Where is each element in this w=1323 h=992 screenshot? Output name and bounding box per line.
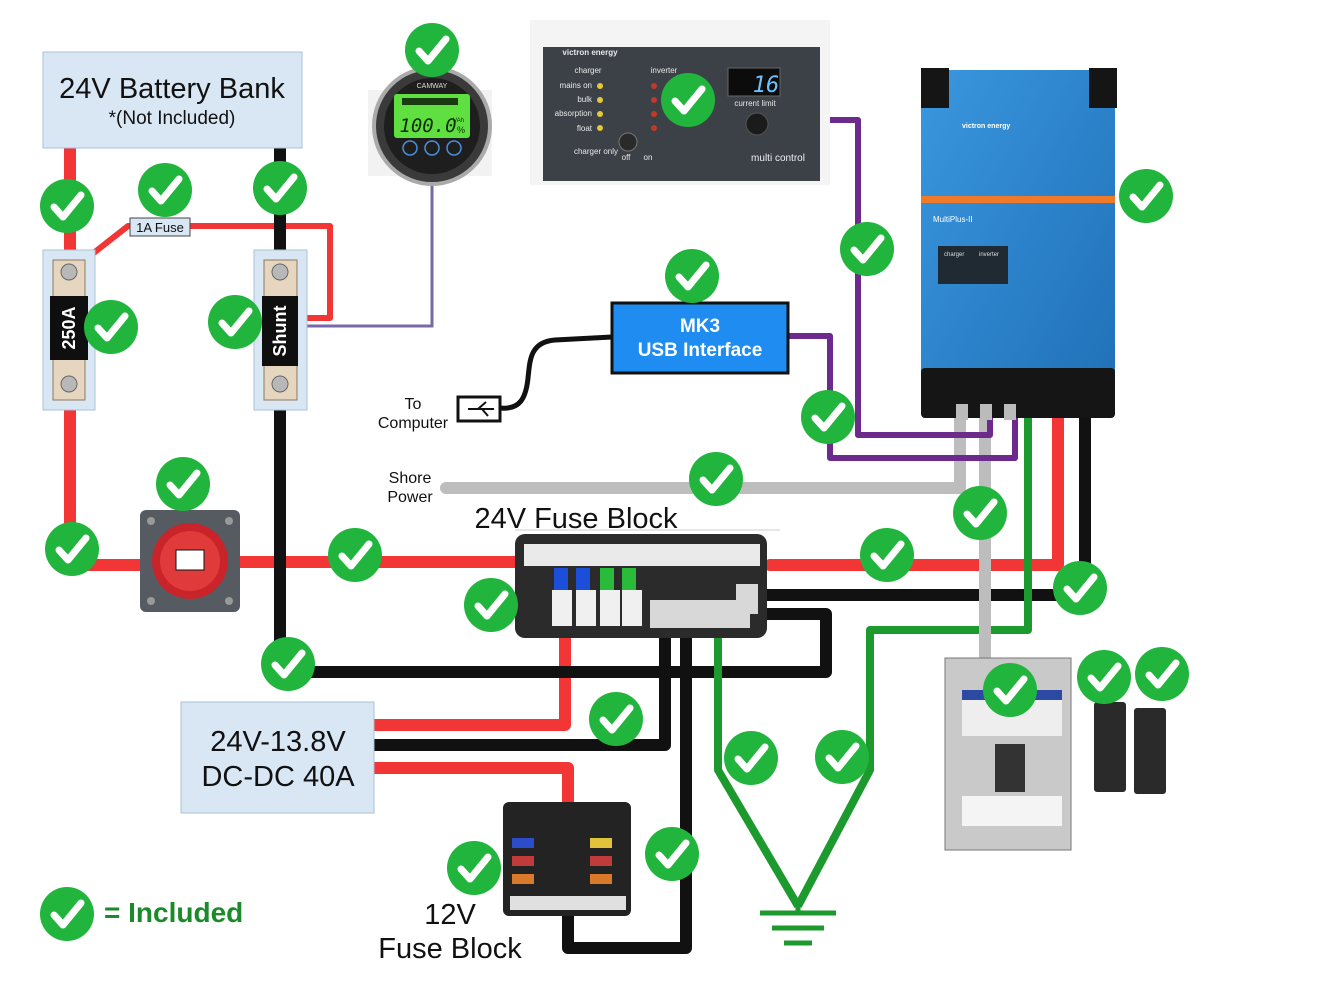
battery-monitor: CAMWAY 100.0 VAh % <box>368 66 492 186</box>
monitor-button-1[interactable] <box>402 140 418 156</box>
mc-brand: victron energy <box>562 48 618 57</box>
mc-charger-only: charger only <box>574 147 618 156</box>
check-icon <box>983 663 1037 717</box>
check-icon <box>138 163 192 217</box>
check-icon <box>156 457 210 511</box>
monitor-reading: 100.0 <box>399 115 456 137</box>
circuit-breakers <box>1094 702 1166 794</box>
mc-off: off <box>622 153 632 162</box>
battery-bank: 24V Battery Bank *(Not Included) <box>42 51 303 149</box>
mc-on: on <box>644 153 653 162</box>
mc-mode-switch[interactable] <box>618 132 638 152</box>
legend-check-icon <box>40 887 94 941</box>
check-icon <box>1053 561 1107 615</box>
fuse-block-12v <box>503 802 631 916</box>
check-icon <box>405 23 459 77</box>
ground-symbol <box>760 906 836 946</box>
mc-product-name: multi control <box>751 153 805 164</box>
black-wire-fuseblock-to-12v <box>562 626 692 954</box>
mc-current-limit: current limit <box>734 99 776 108</box>
inverter-charger-label: charger <box>944 252 964 258</box>
black-wire-shunt-to-bus <box>274 379 832 678</box>
multiplus-inverter: victron energy MultiPlus-II charger inve… <box>921 68 1117 420</box>
check-icon <box>815 730 869 784</box>
check-icon <box>724 731 778 785</box>
check-icon <box>661 73 715 127</box>
check-icon <box>253 161 307 215</box>
shore-line1: Shore <box>389 470 432 487</box>
dcdc-line1: 24V-13.8V <box>210 726 346 758</box>
monitor-unit-bottom: % <box>457 125 465 135</box>
check-icon <box>1077 650 1131 704</box>
check-icon <box>45 522 99 576</box>
inline-fuse-label: 1A Fuse <box>136 220 184 235</box>
inline-fuse: 1A Fuse <box>129 217 191 237</box>
fuse-block-24v <box>515 534 767 638</box>
shunt: Shunt <box>253 249 308 411</box>
wires <box>64 117 1091 954</box>
monitor-button-3[interactable] <box>446 140 462 156</box>
check-icon <box>328 528 382 582</box>
check-icon <box>645 827 699 881</box>
inverter-model: MultiPlus-II <box>933 215 973 224</box>
mc-inverter-label: inverter <box>651 66 678 75</box>
dcdc-line2: DC-DC 40A <box>201 761 355 793</box>
mc-absorption: absorption <box>555 109 592 118</box>
usb-cable <box>499 334 613 411</box>
battery-disconnect-switch <box>140 510 240 612</box>
monitor-unit-top: VAh <box>453 118 464 124</box>
battery-note: *(Not Included) <box>109 108 236 129</box>
mc-bulk: bulk <box>577 95 593 104</box>
mk3-line2: USB Interface <box>638 340 763 361</box>
dcdc-converter: 24V-13.8V DC-DC 40A <box>180 701 375 814</box>
main-fuse-label: 250A <box>59 306 79 349</box>
mc-mains-on: mains on <box>560 81 592 90</box>
legend-text: = Included <box>104 897 243 928</box>
check-icon <box>1119 169 1173 223</box>
check-icon <box>208 295 262 349</box>
fuse-block-12v-line2: Fuse Block <box>378 933 522 965</box>
check-icon <box>261 637 315 691</box>
mc-float: float <box>577 124 593 133</box>
green-wire-panel-to-ground <box>794 415 1032 908</box>
mc-charger-label: charger <box>574 66 601 75</box>
red-wire-monitor-sense <box>70 223 333 321</box>
computer-line1: To <box>405 396 422 413</box>
mk3-line1: MK3 <box>680 316 720 337</box>
check-icon <box>589 692 643 746</box>
green-wire-fuseblock-to-ground <box>714 630 802 909</box>
red-wire-fuseblock-to-dcdc <box>366 629 571 731</box>
check-icon <box>1135 647 1189 701</box>
monitor-cable <box>292 175 434 328</box>
check-icon <box>84 300 138 354</box>
battery-title: 24V Battery Bank <box>59 73 285 105</box>
check-icon <box>40 179 94 233</box>
shore-line2: Power <box>387 489 433 506</box>
black-wire-fuseblock-to-dcdc <box>366 626 671 751</box>
check-icon <box>840 222 894 276</box>
shunt-label: Shunt <box>270 306 290 357</box>
mc-display-value: 16 <box>753 73 780 98</box>
fuse-block-12v-line1: 12V <box>424 899 476 931</box>
multicontrol-cable <box>820 117 993 438</box>
mc-current-knob[interactable] <box>745 112 769 136</box>
monitor-brand: CAMWAY <box>417 83 448 90</box>
inverter-brand: victron energy <box>962 123 1010 130</box>
main-fuse: 250A <box>42 249 96 411</box>
inverter-inverter-label: inverter <box>979 252 999 258</box>
computer-line2: Computer <box>378 415 449 432</box>
check-icon <box>801 390 855 444</box>
check-icon <box>665 249 719 303</box>
mk3-cable <box>788 333 1018 461</box>
mk3-interface: MK3 USB Interface <box>610 301 790 375</box>
check-icon <box>689 452 743 506</box>
check-icon <box>953 486 1007 540</box>
usb-plug-icon <box>456 395 502 423</box>
check-icon <box>860 528 914 582</box>
monitor-button-2[interactable] <box>424 140 440 156</box>
check-icon <box>464 578 518 632</box>
check-icon <box>447 841 501 895</box>
legend: = Included <box>40 887 243 941</box>
